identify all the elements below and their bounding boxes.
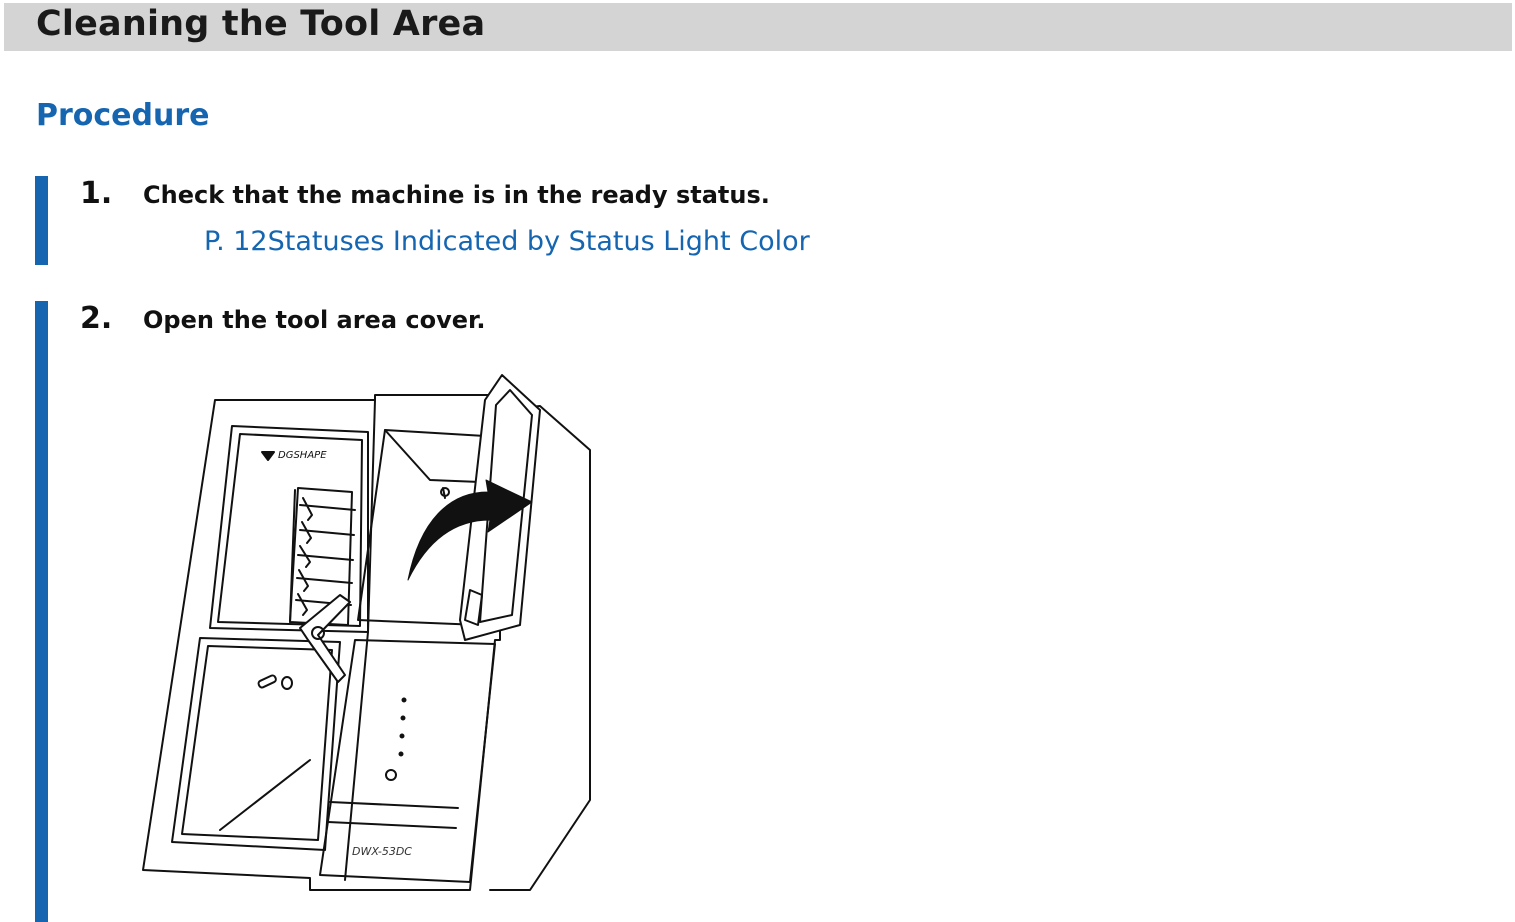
page-title: Cleaning the Tool Area: [36, 4, 486, 44]
step-2-text: Open the tool area cover.: [143, 306, 486, 334]
step-1-text: Check that the machine is in the ready s…: [143, 181, 770, 209]
step-1-marker: [35, 176, 48, 265]
brand-text: DGSHAPE: [278, 450, 327, 461]
reference-link[interactable]: P. 12Statuses Indicated by Status Light …: [204, 226, 810, 257]
brand-logo-icon: [261, 451, 275, 461]
section-heading: Procedure: [36, 98, 210, 133]
model-text: DWX-53DC: [352, 845, 412, 858]
reference-page: P. 12: [204, 226, 268, 257]
curved-arrow-icon: [407, 479, 533, 581]
step-1-number: 1.: [80, 176, 113, 211]
title-bar: Cleaning the Tool Area: [4, 3, 1512, 51]
machine-illustration: DGSHAPE DWX-53DC: [142, 374, 591, 891]
step-2-marker: [35, 301, 48, 922]
step-2-number: 2.: [80, 301, 113, 336]
reference-title: Statuses Indicated by Status Light Color: [267, 226, 810, 257]
